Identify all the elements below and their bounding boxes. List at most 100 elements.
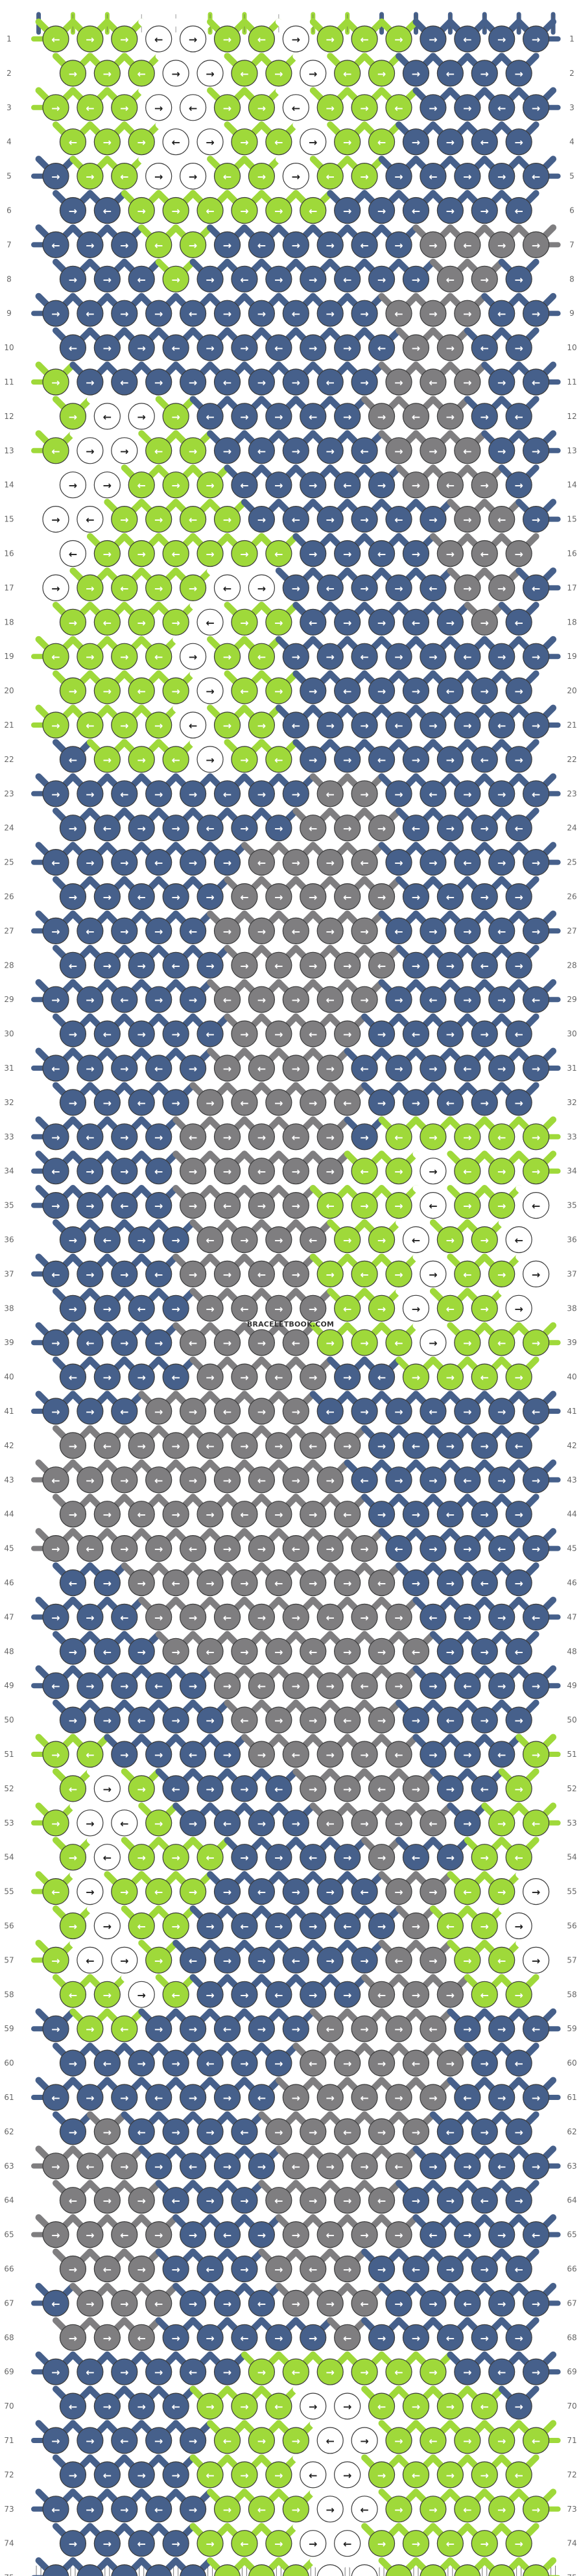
knot-arrow: → xyxy=(480,822,489,835)
knot-arrow: ← xyxy=(240,2126,248,2138)
knot-arrow: → xyxy=(429,514,437,526)
row-number-right: 35 xyxy=(567,1201,576,1210)
knot-arrow: → xyxy=(51,102,60,114)
knot-arrow: → xyxy=(154,1749,163,1761)
knot-arrow: → xyxy=(69,1234,77,1246)
row-number-left: 57 xyxy=(4,1955,14,1964)
row-number-left: 48 xyxy=(4,1647,14,1656)
knot-arrow: → xyxy=(206,2332,214,2344)
knot-arrow: → xyxy=(532,1680,540,1693)
knot-arrow: → xyxy=(292,2023,300,2036)
knot-arrow: → xyxy=(360,1612,368,1624)
knot-arrow: → xyxy=(86,582,94,595)
row-number-right: 65 xyxy=(567,2230,576,2239)
knot-arrow: → xyxy=(206,2401,214,2413)
row-number-right: 30 xyxy=(567,1029,576,1038)
knot-arrow: → xyxy=(120,925,128,938)
knot-arrow: → xyxy=(514,1715,523,1727)
row-number-right: 47 xyxy=(567,1612,576,1621)
knot-arrow: → xyxy=(326,1749,334,1761)
knot-arrow: ← xyxy=(206,205,214,217)
knot-arrow: ← xyxy=(86,1955,94,1967)
knot-arrow: ← xyxy=(497,2572,506,2576)
row-number-right: 8 xyxy=(569,274,575,283)
knot-arrow: → xyxy=(497,2503,506,2516)
knot-arrow: → xyxy=(171,1509,180,1521)
knot-arrow: ← xyxy=(412,205,420,217)
knot-arrow: → xyxy=(497,1200,506,1212)
knot-arrow: ← xyxy=(497,1955,506,1967)
knot-arrow: → xyxy=(343,1783,351,1795)
knot-arrow: ← xyxy=(292,102,300,114)
row-number-left: 19 xyxy=(4,652,14,661)
knot-arrow: ← xyxy=(446,274,455,286)
knot-arrow: ← xyxy=(377,2195,386,2207)
row-number-left: 10 xyxy=(4,343,14,352)
knot-arrow: → xyxy=(189,1474,197,1486)
knot-arrow: ← xyxy=(103,2469,112,2481)
knot-arrow: → xyxy=(69,2538,77,2550)
knot-arrow: → xyxy=(394,2298,403,2310)
knot-arrow: ← xyxy=(51,239,60,252)
knot-arrow: ← xyxy=(394,308,403,320)
knot-arrow: → xyxy=(86,2435,94,2448)
knot-arrow: → xyxy=(309,2332,317,2344)
knot-arrow: → xyxy=(343,1029,351,1041)
knot-arrow: ← xyxy=(497,1337,506,1350)
knot-arrow: → xyxy=(103,2126,112,2138)
knot-arrow: ← xyxy=(514,1440,523,1452)
knot-arrow: → xyxy=(274,2538,283,2550)
knot-arrow: ← xyxy=(154,239,163,252)
knot-arrow: → xyxy=(343,960,351,972)
knot-arrow: → xyxy=(257,788,266,800)
knot-arrow: → xyxy=(412,1097,420,1109)
knot-arrow: → xyxy=(51,1337,60,1350)
knot-arrow: → xyxy=(360,2572,368,2576)
knot-arrow: → xyxy=(274,205,283,217)
knot-arrow: → xyxy=(446,754,455,766)
knot-arrow: ← xyxy=(463,1886,471,1898)
row-number-right: 11 xyxy=(567,377,576,387)
row-number-right: 49 xyxy=(567,1681,576,1690)
knot-arrow: → xyxy=(360,1955,368,1967)
knot-arrow: → xyxy=(326,720,334,732)
row-number-left: 11 xyxy=(4,377,14,387)
knot-arrow: → xyxy=(309,2126,317,2138)
knot-arrow: → xyxy=(171,2538,180,2550)
knot-arrow: ← xyxy=(532,582,540,595)
knot-arrow: → xyxy=(274,1852,283,1864)
knot-arrow: ← xyxy=(532,1406,540,1418)
knot-arrow: → xyxy=(309,1783,317,1795)
knot-arrow: → xyxy=(429,1680,437,1693)
row-number-left: 34 xyxy=(4,1167,14,1176)
knot-arrow: ← xyxy=(343,1097,351,1109)
knot-arrow: ← xyxy=(86,1749,94,1761)
knot-arrow: → xyxy=(154,1543,163,1555)
knot-arrow: → xyxy=(137,2263,146,2276)
knot-arrow: ← xyxy=(514,411,523,423)
knot-arrow: → xyxy=(274,274,283,286)
knot-arrow: → xyxy=(532,308,540,320)
knot-arrow: ← xyxy=(120,1612,128,1624)
knot-arrow: ← xyxy=(360,1165,368,1178)
knot-arrow: → xyxy=(326,1063,334,1075)
knot-arrow: → xyxy=(257,308,266,320)
knot-arrow: → xyxy=(514,1372,523,1384)
knot-arrow: → xyxy=(480,67,489,80)
knot-arrow: → xyxy=(86,1817,94,1830)
knot-arrow: → xyxy=(292,1165,300,1178)
knot-arrow: ← xyxy=(463,1269,471,1281)
knot-arrow: ← xyxy=(326,1406,334,1418)
knot-arrow: → xyxy=(360,1749,368,1761)
knot-arrow: ← xyxy=(343,274,351,286)
knot-arrow: ← xyxy=(120,2435,128,2448)
knot-arrow: → xyxy=(497,2092,506,2105)
knot-arrow: → xyxy=(120,1337,128,1350)
knot-arrow: ← xyxy=(189,2367,197,2379)
knot-arrow: → xyxy=(292,1680,300,1693)
knot-arrow: → xyxy=(103,1577,112,1590)
knot-arrow: → xyxy=(412,1783,420,1795)
knot-arrow: → xyxy=(480,2126,489,2138)
row-number-right: 39 xyxy=(567,1338,576,1347)
knot-arrow: → xyxy=(497,2229,506,2241)
